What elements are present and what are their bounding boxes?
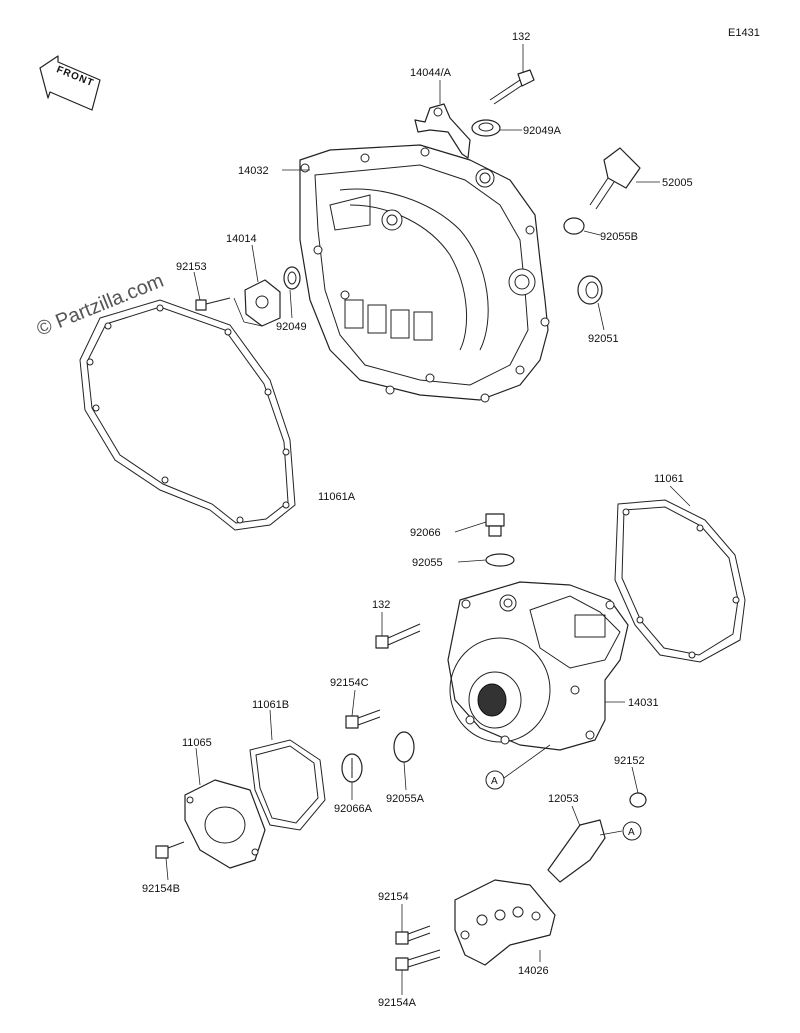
oil-seal-92049a[interactable] xyxy=(471,119,501,137)
o-ring-92055[interactable] xyxy=(485,553,515,567)
bolt-132-lower[interactable] xyxy=(375,623,421,649)
label-11065: 11065 xyxy=(182,737,212,749)
bolt-92154c[interactable] xyxy=(345,709,381,729)
o-ring-92055a[interactable] xyxy=(393,731,415,763)
o-ring-92055b[interactable] xyxy=(563,217,585,235)
label-132-lower: 132 xyxy=(372,599,390,611)
label-14031: 14031 xyxy=(628,697,659,709)
label-52005: 52005 xyxy=(662,177,693,189)
label-92049: 92049 xyxy=(276,321,307,333)
oil-seal-92051[interactable] xyxy=(577,275,603,305)
label-14026: 14026 xyxy=(518,965,549,977)
label-92055a: 92055A xyxy=(386,793,425,805)
ref-marker-a-left: A xyxy=(485,770,505,790)
svg-text:A: A xyxy=(628,827,635,838)
label-92154c: 92154C xyxy=(330,677,369,689)
plug-92066a[interactable] xyxy=(341,753,363,783)
label-92055: 92055 xyxy=(412,557,443,569)
bolt-92154[interactable] xyxy=(395,925,431,945)
bolt-92154b[interactable] xyxy=(155,841,185,859)
oil-seal-92049[interactable] xyxy=(283,266,301,290)
label-11061a: 11061A xyxy=(318,491,356,503)
bracket-14044a[interactable] xyxy=(414,103,471,159)
label-11061b: 11061B xyxy=(252,699,289,711)
gasket-11061[interactable] xyxy=(614,499,746,663)
bolt-92153[interactable] xyxy=(195,297,231,311)
oil-filler-cap-52005[interactable] xyxy=(589,147,641,210)
watermark: © Partzilla.com xyxy=(34,270,167,341)
label-14044a: 14044/A xyxy=(410,67,452,79)
cover-11065[interactable] xyxy=(184,779,266,869)
diagram-code: E1431 xyxy=(728,27,760,39)
ref-marker-a-right: A xyxy=(622,821,642,841)
label-92055b: 92055B xyxy=(600,231,638,243)
label-14014: 14014 xyxy=(226,233,257,245)
bolt-132-top[interactable] xyxy=(489,69,535,105)
label-92066a: 92066A xyxy=(334,803,373,815)
label-92066: 92066 xyxy=(410,527,441,539)
cover-14026[interactable] xyxy=(454,879,556,966)
part-labels: 132 14044/A 92049A 14032 52005 92055B 14… xyxy=(142,31,693,1009)
label-92154b: 92154B xyxy=(142,883,180,895)
front-arrow-icon: FRONT xyxy=(39,55,101,111)
label-92154: 92154 xyxy=(378,891,409,903)
label-11061: 11061 xyxy=(654,473,684,485)
plug-92066[interactable] xyxy=(485,513,505,537)
clutch-cover-14032[interactable] xyxy=(299,144,550,403)
guide-12053[interactable] xyxy=(547,819,606,883)
label-92153: 92153 xyxy=(176,261,207,273)
gasket-11061a[interactable] xyxy=(79,299,296,531)
leader-lines xyxy=(165,44,691,995)
cover-14014[interactable] xyxy=(233,279,281,327)
label-92152: 92152 xyxy=(614,755,645,767)
bolt-92154a[interactable] xyxy=(395,949,441,971)
label-92051: 92051 xyxy=(588,333,619,345)
label-92049a: 92049A xyxy=(523,125,562,137)
collar-92152[interactable] xyxy=(629,792,647,808)
label-132-top: 132 xyxy=(512,31,530,43)
label-12053: 12053 xyxy=(548,793,579,805)
gasket-11061b[interactable] xyxy=(249,739,326,831)
svg-text:A: A xyxy=(491,776,498,787)
label-14032: 14032 xyxy=(238,165,269,177)
generator-cover-14031[interactable] xyxy=(447,581,629,751)
label-92154a: 92154A xyxy=(378,997,417,1009)
